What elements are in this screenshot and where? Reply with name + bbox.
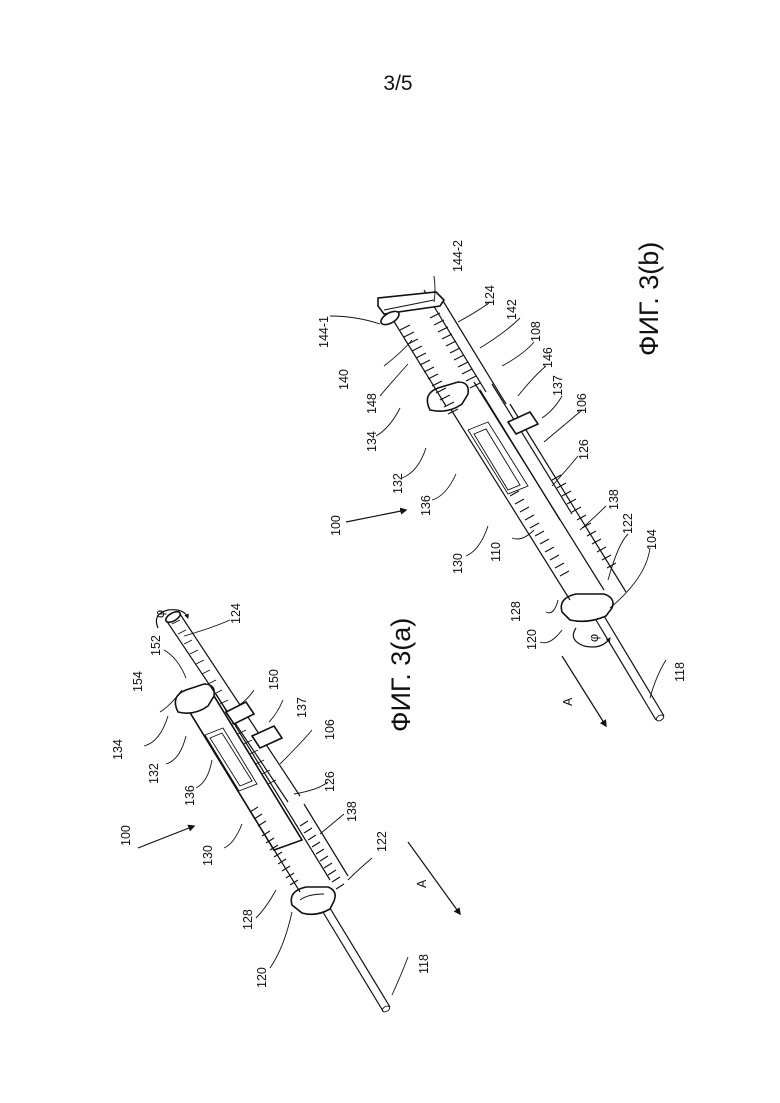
label-b-128: 128: [509, 601, 523, 622]
label-b-130: 130: [451, 553, 465, 574]
figure-3a: 100 120 128 130 136 132 134 154 152 φ 12…: [111, 603, 460, 1013]
needle-118: [315, 895, 391, 1013]
arrow-A-a: [408, 842, 460, 914]
front-flange-120: [291, 887, 335, 914]
label-b-134: 134: [365, 431, 379, 452]
label-b-120: 120: [525, 629, 539, 650]
label-a-118: 118: [417, 954, 431, 974]
label-b-136: 136: [419, 495, 433, 516]
label-a-150: 150: [267, 669, 281, 690]
label-b-144-2: 144-2: [451, 240, 465, 272]
label-a-134: 134: [111, 739, 125, 760]
label-a-130: 130: [201, 845, 215, 866]
label-a-132: 132: [147, 763, 161, 784]
label-b-132: 132: [391, 473, 405, 494]
label-b-A: A: [561, 697, 575, 706]
label-b-144-1: 144-1: [317, 316, 331, 348]
label-b-126: 126: [577, 439, 591, 460]
label-b-142: 142: [505, 299, 519, 320]
label-a-A: A: [415, 879, 429, 888]
label-a-128: 128: [241, 909, 255, 930]
label-a-122: 122: [375, 831, 389, 852]
label-b-138: 138: [607, 489, 621, 510]
label-b-146: 146: [541, 347, 555, 368]
needle-118-b: [590, 606, 665, 722]
caption-fig-3a: ФИГ. 3(a): [386, 618, 416, 732]
label-a-137: 137: [295, 697, 309, 718]
label-a-152: 152: [149, 635, 163, 656]
label-a-154: 154: [131, 671, 145, 692]
label-a-phi: φ: [153, 610, 167, 618]
arrow-100-a: [138, 826, 194, 848]
label-a-100: 100: [119, 825, 133, 846]
label-b-124: 124: [483, 285, 497, 306]
label-a-136: 136: [183, 785, 197, 806]
label-b-122: 122: [621, 513, 635, 534]
arrow-A-b: [562, 656, 606, 726]
label-a-126: 126: [323, 771, 337, 792]
arrow-100-b: [346, 510, 406, 522]
label-b-148: 148: [365, 393, 379, 414]
label-b-118: 118: [673, 662, 687, 682]
label-b-100: 100: [329, 515, 343, 536]
label-b-140: 140: [337, 369, 351, 390]
label-b-phi: φ: [587, 634, 601, 642]
label-a-124: 124: [229, 603, 243, 624]
label-b-110: 110: [489, 542, 503, 562]
figure-3b: 100 130 136 132 134 148 140 144-1 144-2 …: [317, 240, 687, 726]
label-b-106: 106: [575, 393, 589, 414]
label-b-104: 104: [645, 529, 659, 550]
label-a-120: 120: [255, 967, 269, 988]
label-b-108: 108: [529, 321, 543, 342]
label-a-106: 106: [323, 719, 337, 740]
page-number: 3/5: [383, 72, 412, 95]
plunger-rod-b: [480, 384, 572, 520]
label-a-138: 138: [345, 801, 359, 822]
label-b-137: 137: [551, 375, 565, 396]
caption-fig-3b: ФИГ. 3(b): [634, 242, 664, 356]
